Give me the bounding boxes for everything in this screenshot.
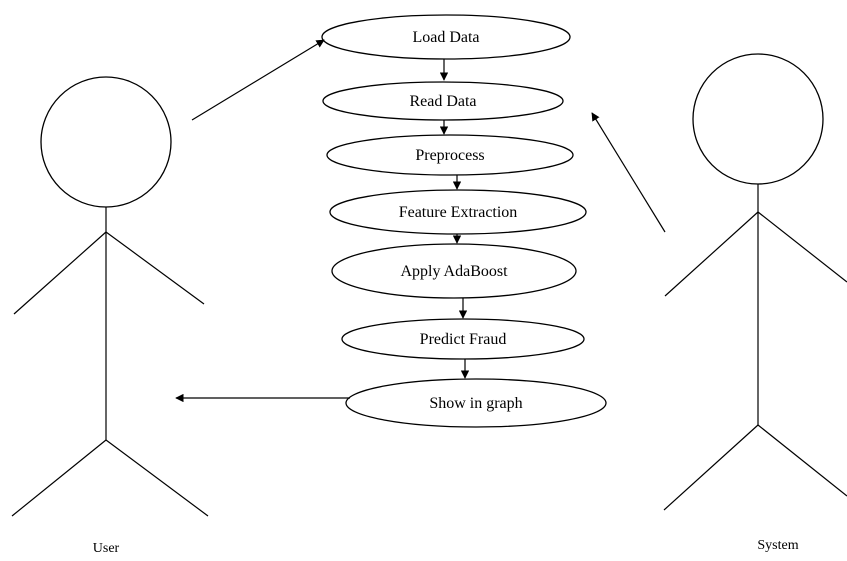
use-case-feature-extraction: Feature Extraction (329, 189, 587, 235)
user-left-arm (13, 231, 107, 315)
use-case-load-data: Load Data (321, 14, 571, 60)
use-case-label: Feature Extraction (399, 204, 518, 221)
user-right-leg (105, 439, 209, 517)
use-case-label: Read Data (409, 93, 476, 110)
use-case-label: Predict Fraud (420, 331, 507, 348)
actor-user: User (11, 76, 209, 556)
use-case-read-data: Read Data (322, 81, 564, 121)
use-case-predict-fraud: Predict Fraud (341, 318, 585, 360)
arrow-user-to-load-data (191, 39, 325, 121)
system-label: System (757, 538, 798, 553)
use-case-apply-adaboost: Apply AdaBoost (331, 243, 577, 299)
user-label: User (93, 541, 120, 556)
system-right-arm (757, 211, 847, 283)
system-right-leg (757, 424, 847, 497)
use-case-show-in-graph: Show in graph (345, 378, 607, 428)
use-case-label: Preprocess (415, 147, 484, 164)
use-case-preprocess: Preprocess (326, 134, 574, 176)
use-case-label: Apply AdaBoost (400, 263, 508, 280)
use-case-label: Load Data (412, 29, 479, 46)
user-head (40, 76, 172, 208)
user-right-arm (105, 231, 205, 305)
use-case-label: Show in graph (429, 395, 522, 412)
system-left-leg (663, 424, 759, 511)
user-left-leg (11, 439, 107, 517)
actor-system: System (663, 53, 847, 553)
system-left-arm (664, 211, 759, 297)
arrow-system-to-read-data (591, 112, 666, 233)
system-head (692, 53, 824, 185)
